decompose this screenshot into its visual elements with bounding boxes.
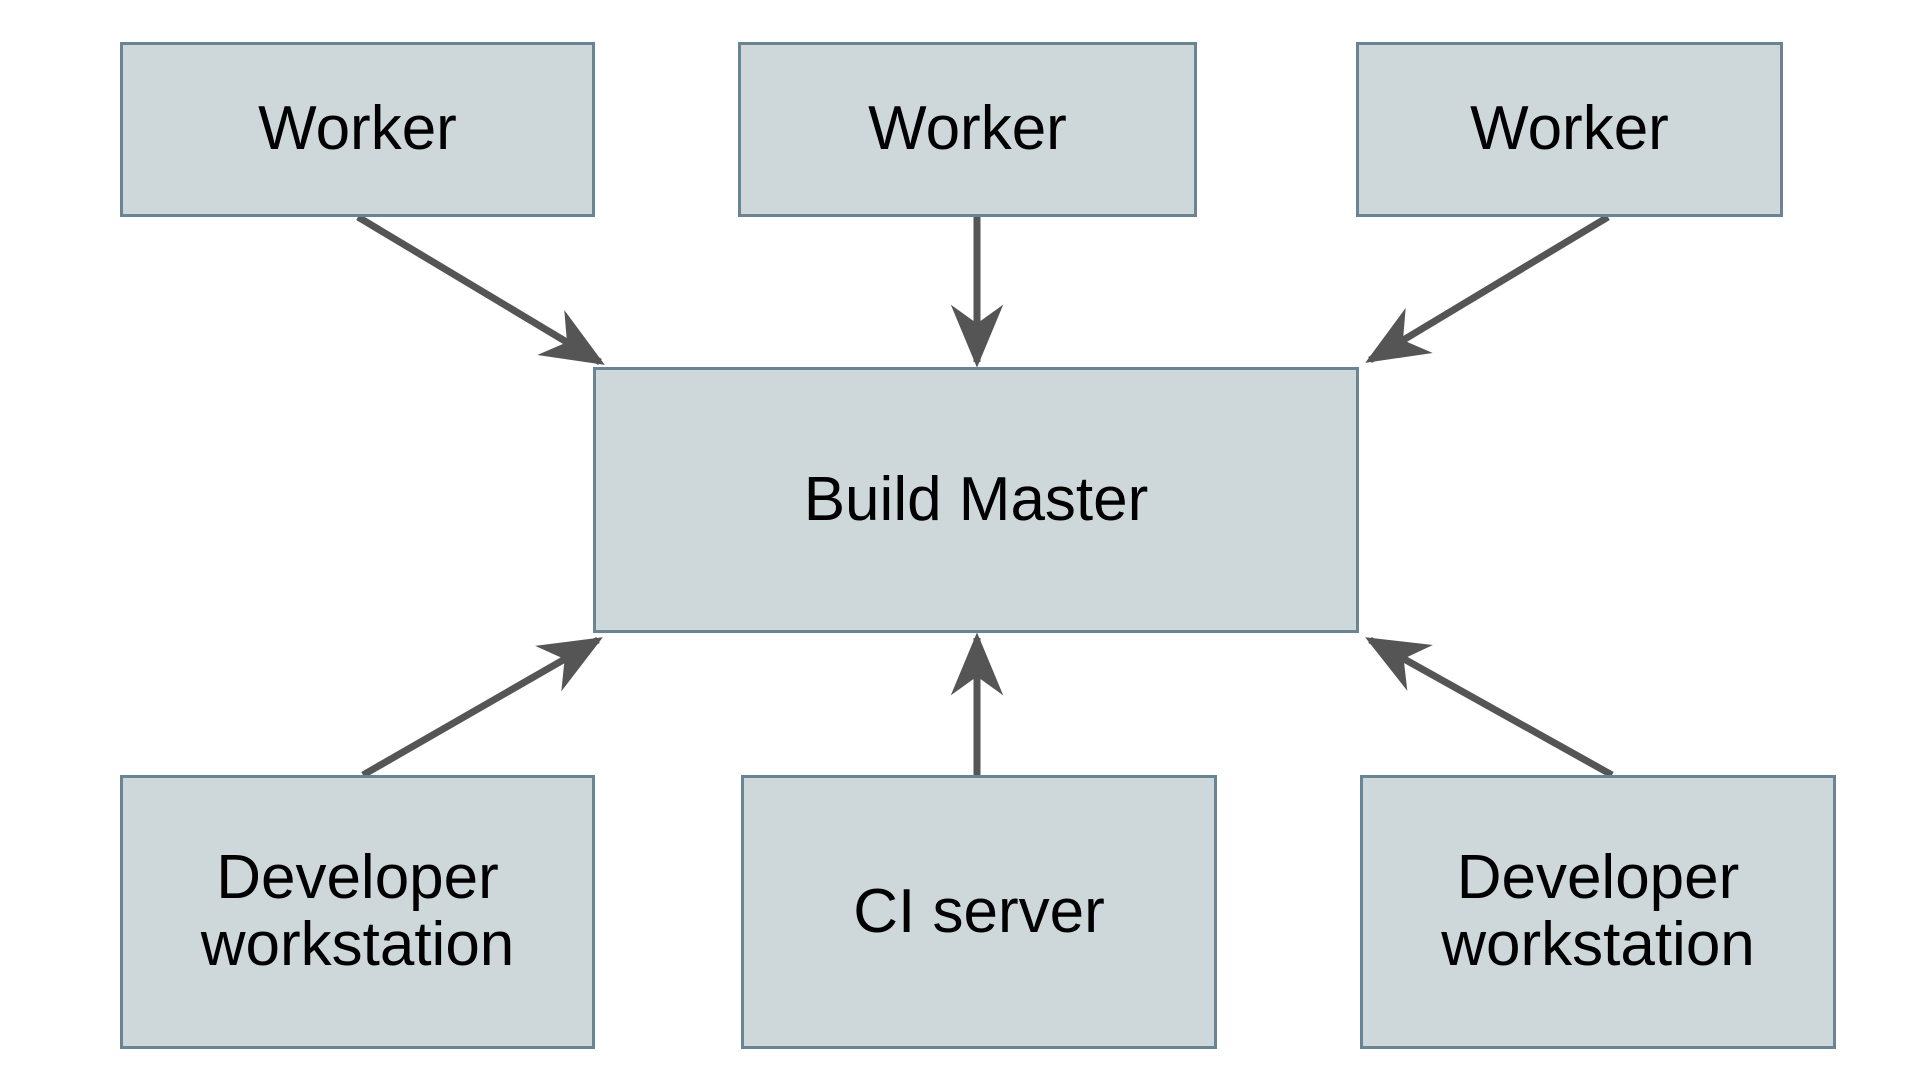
edge-dev-workstation-1-to-build-master xyxy=(361,636,603,779)
edge-worker-3-to-build-master xyxy=(1365,213,1610,364)
edge-worker-1-to-build-master xyxy=(356,213,605,366)
node-build-master[interactable]: Build Master xyxy=(593,367,1359,633)
node-developer-workstation-1[interactable]: Developer workstation xyxy=(120,775,595,1049)
node-developer-workstation-2-label: Developer workstation xyxy=(1441,843,1755,979)
node-developer-workstation-1-label: Developer workstation xyxy=(200,843,515,979)
node-worker-3-label: Worker xyxy=(1470,94,1669,164)
node-build-master-label: Build Master xyxy=(803,464,1149,534)
node-worker-3[interactable]: Worker xyxy=(1356,42,1783,217)
node-worker-2-label: Worker xyxy=(868,94,1067,164)
node-ci-server-label: CI server xyxy=(853,876,1105,946)
node-developer-workstation-2[interactable]: Developer workstation xyxy=(1360,775,1836,1049)
node-worker-1[interactable]: Worker xyxy=(120,42,595,217)
node-worker-1-label: Worker xyxy=(258,94,457,164)
edge-dev-workstation-2-to-build-master xyxy=(1365,636,1614,779)
node-ci-server[interactable]: CI server xyxy=(741,775,1217,1049)
node-worker-2[interactable]: Worker xyxy=(738,42,1197,217)
